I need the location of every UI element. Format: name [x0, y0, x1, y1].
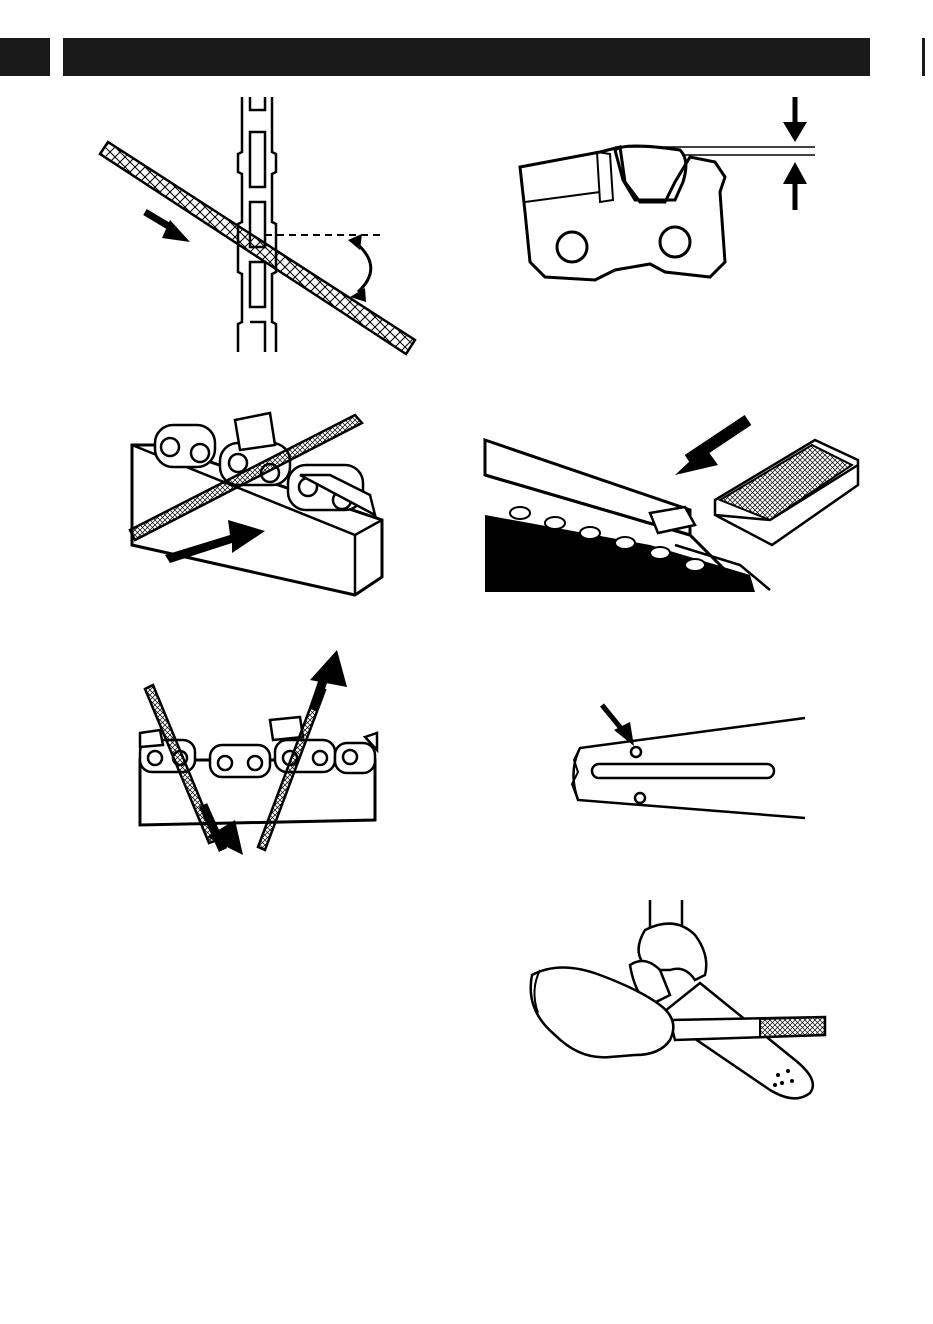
bar-oil-hole-icon — [560, 700, 805, 825]
bar-lubrication-hole-illustration — [560, 700, 805, 825]
file-angle-illustration — [90, 92, 430, 357]
flat-file-on-bar-rail-icon — [480, 405, 865, 595]
round-file-crossing-chain-icon — [90, 92, 430, 357]
header-tab-right — [922, 38, 925, 76]
file-guide-on-chain-illustration — [120, 405, 390, 600]
file-guide-block-icon — [120, 405, 390, 600]
bar-rail-file-illustration — [480, 405, 865, 595]
bar-dressing-gloves-illustration — [520, 895, 835, 1105]
header-tab-left — [0, 38, 50, 76]
file-stroke-direction-illustration — [125, 645, 385, 875]
header-bar — [63, 38, 870, 76]
file-stroke-arrows-icon — [125, 645, 385, 875]
depth-gauge-illustration — [515, 92, 815, 292]
cutter-depth-gap-icon — [515, 92, 815, 292]
gloved-hands-filing-bar-icon — [520, 895, 835, 1105]
